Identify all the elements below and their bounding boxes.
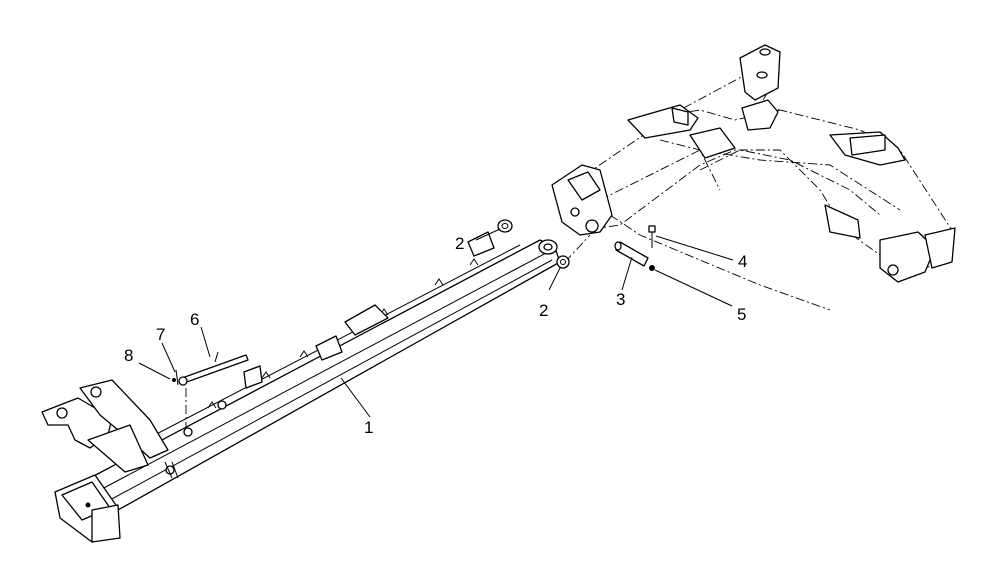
rod-mount-lug-2 xyxy=(217,400,227,410)
boom-front-hitch-right xyxy=(79,379,169,459)
boom-mid-mount xyxy=(344,304,389,336)
frame-phantom-line-2 xyxy=(599,149,901,211)
frame-right-mount xyxy=(741,99,779,131)
leader-lines xyxy=(138,228,734,418)
rod-part-6 xyxy=(181,354,249,384)
hitch-hole-right xyxy=(90,386,102,398)
frame-center-block xyxy=(689,127,736,159)
callout-labels: 1 2 2 3 4 5 6 7 8 xyxy=(124,234,747,437)
pivot-alignment-line xyxy=(564,234,591,263)
callout-6: 6 xyxy=(190,310,199,329)
boom-lower-tab xyxy=(164,461,179,479)
leader-2b xyxy=(548,267,561,291)
pin-part-7 xyxy=(175,369,179,386)
leader-6 xyxy=(200,326,211,358)
boom-tube-edge xyxy=(99,251,549,491)
callout-8: 8 xyxy=(124,346,133,365)
rod-assembly xyxy=(172,351,249,437)
pivot-pin-part-3 xyxy=(614,241,649,267)
boom-tube-edge-2 xyxy=(109,259,553,501)
bushing-upper-part-2 xyxy=(497,219,513,233)
frame-top-hole xyxy=(759,48,771,56)
frame-right-arm xyxy=(824,204,861,239)
boom-small-bracket xyxy=(243,365,263,389)
boom-tube-body xyxy=(89,239,561,511)
pivot-bracket-hole xyxy=(585,219,599,233)
bolt-part-4 xyxy=(648,225,656,248)
frame-phantom-line-4 xyxy=(609,214,831,311)
boom-end-pivot-hole xyxy=(543,243,553,251)
main-boom-tube xyxy=(41,231,561,543)
cotter-pin-part-8 xyxy=(172,378,176,382)
leader-5 xyxy=(654,269,733,307)
rod-end-eye xyxy=(178,376,188,386)
callout-2-upper: 2 xyxy=(455,234,464,253)
callout-5: 5 xyxy=(737,305,746,324)
nut-part-5 xyxy=(649,265,655,271)
leader-7 xyxy=(161,342,176,373)
rod-pin-tab xyxy=(214,351,219,363)
right-member-plate xyxy=(849,134,886,156)
end-box-plate xyxy=(91,504,121,543)
hitch-hole-left xyxy=(56,407,68,419)
center-frame-assembly xyxy=(551,44,956,311)
callout-1: 1 xyxy=(364,418,373,437)
bushing-lower-part-2 xyxy=(556,255,570,269)
rod-mount-lug xyxy=(183,427,193,437)
upper-bracket-tab xyxy=(671,107,689,126)
hitch-gusset xyxy=(87,424,149,473)
frame-phantom-line-3 xyxy=(699,149,881,216)
boom-mid-block xyxy=(315,335,343,361)
frame-top-hole-2 xyxy=(756,71,768,79)
leader-2a xyxy=(475,228,501,241)
leader-3 xyxy=(621,256,633,291)
callout-4: 4 xyxy=(738,252,747,271)
end-box-bolt xyxy=(85,502,91,508)
pivot-bracket-hole-2 xyxy=(570,207,580,217)
pivot-bracket-ear xyxy=(567,171,601,201)
leader-8 xyxy=(138,362,171,380)
lower-right-bracket-hole xyxy=(887,264,899,276)
frame-rear-plate xyxy=(924,227,956,269)
boom-upper-bracket xyxy=(467,231,495,257)
leader-4 xyxy=(655,235,734,261)
leader-1 xyxy=(340,377,371,418)
callout-3: 3 xyxy=(616,290,625,309)
callout-7: 7 xyxy=(156,325,165,344)
callout-2-lower: 2 xyxy=(539,301,548,320)
